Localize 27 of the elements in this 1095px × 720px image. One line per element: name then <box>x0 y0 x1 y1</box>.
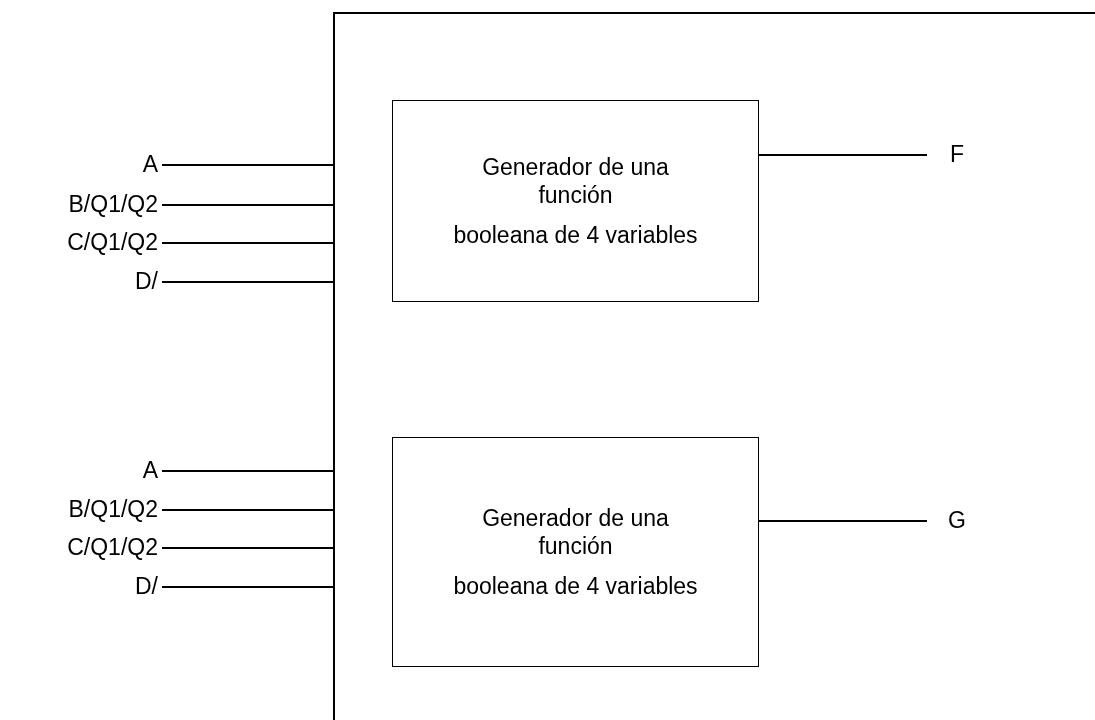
output-signal-label: G <box>927 506 987 536</box>
block-title: Generador de una función <box>481 504 670 560</box>
signal-line <box>161 281 334 283</box>
signal-line <box>161 547 334 549</box>
enclosure-frame <box>333 12 1095 720</box>
input-signal-label: A <box>12 456 162 486</box>
input-signal-label: C/Q1/Q2 <box>12 228 162 258</box>
input-signal-label: D/ <box>12 572 162 602</box>
signal-line <box>161 164 334 166</box>
block-title: Generador de una función <box>481 153 670 209</box>
output-signal-label: F <box>927 140 987 170</box>
signal-line <box>161 509 334 511</box>
block-subtitle: booleana de 4 variables <box>453 572 698 600</box>
signal-line <box>161 242 334 244</box>
function-generator-box <box>392 437 759 667</box>
function-generator-box <box>392 100 759 302</box>
signal-line <box>161 470 334 472</box>
signal-line <box>758 154 928 156</box>
block-subtitle: booleana de 4 variables <box>453 221 698 249</box>
input-signal-label: B/Q1/Q2 <box>12 495 162 525</box>
input-signal-label: C/Q1/Q2 <box>12 533 162 563</box>
input-signal-label: B/Q1/Q2 <box>12 190 162 220</box>
signal-line <box>161 586 334 588</box>
signal-line <box>758 520 928 522</box>
input-signal-label: D/ <box>12 267 162 297</box>
signal-line <box>161 204 334 206</box>
input-signal-label: A <box>12 150 162 180</box>
